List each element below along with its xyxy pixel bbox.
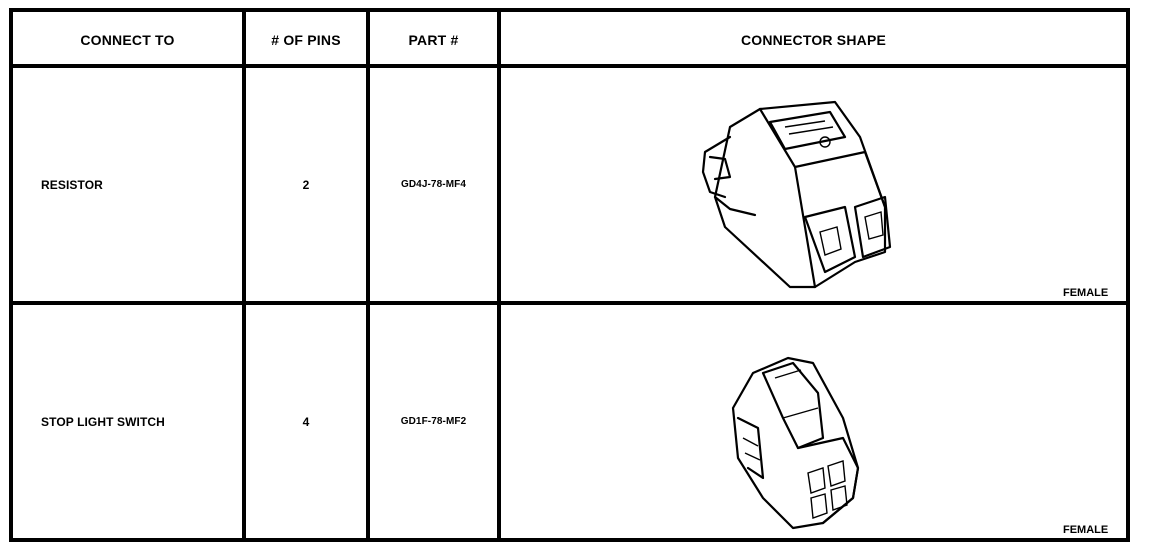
row2-connect-to: STOP LIGHT SWITCH <box>41 414 165 429</box>
header-connect-to: CONNECT TO <box>80 31 175 48</box>
column-divider <box>497 12 501 538</box>
four-pin-connector-icon <box>731 356 860 530</box>
column-divider <box>366 12 370 538</box>
row1-pins: 2 <box>302 177 310 192</box>
header-connector-shape: CONNECTOR SHAPE <box>740 31 887 48</box>
connector-table: CONNECT TO # OF PINS PART # CONNECTOR SH… <box>9 8 1130 542</box>
row1-part: GD4J-78-MF4 <box>400 179 466 190</box>
row-divider <box>13 301 1126 305</box>
header-part: PART # <box>408 31 459 48</box>
row2-pins: 4 <box>302 414 310 429</box>
row2-part: GD1F-78-MF2 <box>400 416 467 427</box>
column-divider <box>242 12 246 538</box>
two-cavity-connector-icon <box>701 100 892 289</box>
row2-gender-label: FEMALE <box>1063 524 1109 536</box>
row-divider <box>13 64 1126 68</box>
row1-connect-to: RESISTOR <box>41 177 103 192</box>
row1-gender-label: FEMALE <box>1063 287 1109 299</box>
header-pins: # OF PINS <box>271 31 341 48</box>
